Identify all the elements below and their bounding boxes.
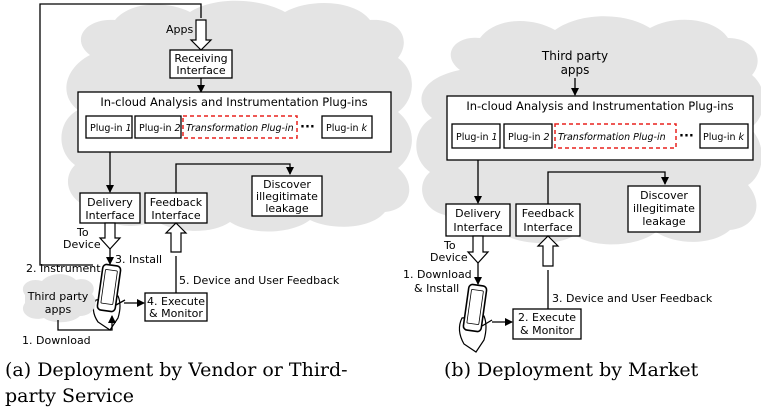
discover-label-2-b: illegitimate	[633, 202, 695, 215]
plugin-dots-a: ···	[300, 120, 315, 135]
receiving-label-1: Receiving	[174, 52, 227, 65]
receiving-interface-box	[169, 49, 233, 79]
phone-icon-b	[458, 283, 493, 353]
execute-label-2-b: & Monitor	[520, 324, 574, 337]
download-label-a: 1. Download	[22, 334, 91, 347]
to-device-arrow-b	[466, 235, 490, 264]
download-arrow-a	[57, 315, 116, 331]
panel-a: Apps Receiving Interface In-cloud Analys…	[5, 0, 412, 407]
execute-label-1-a: 4. Execute	[147, 295, 205, 308]
plugin-1-box-a	[85, 115, 133, 139]
plugin-dots-b: ···	[679, 129, 694, 144]
delivery-interface-box-a	[79, 192, 141, 224]
plugin-k-box-b	[699, 123, 749, 149]
execute-box-b	[512, 308, 582, 340]
feedback-label-2-b: Interface	[523, 221, 572, 234]
discover-label-1-a: Discover	[263, 178, 311, 191]
plugin-k-label-a: Plug-in k	[326, 123, 368, 134]
to-label-b: To	[443, 239, 456, 252]
plugin-k-label-b: Plug-in k	[703, 132, 745, 143]
execute-label-1-b: 2. Execute	[518, 311, 576, 324]
plugin-2-box-a	[134, 115, 182, 139]
transformation-plugin-box-b	[554, 123, 677, 149]
third-party-label-2-a: apps	[45, 303, 72, 316]
discover-label-1-b: Discover	[640, 189, 688, 202]
plugin-2-label-b: Plug-in 2	[508, 132, 550, 143]
third-party-label-1-b: Third party	[541, 49, 608, 63]
third-party-label-1-a: Third party	[27, 290, 89, 303]
third-party-label-2-b: apps	[561, 63, 590, 77]
to-device-arrow-a	[98, 222, 122, 250]
device-feedback-label-b: 3. Device and User Feedback	[552, 292, 713, 305]
device-label-a: Device	[63, 238, 101, 251]
discover-label-3-b: leakage	[642, 215, 685, 228]
discover-box-a	[251, 175, 323, 217]
caption-a-line-2: party Service	[5, 385, 134, 407]
device-label-b: Device	[430, 251, 468, 264]
analysis-title-b: In-cloud Analysis and Instrumentation Pl…	[466, 99, 733, 113]
instrument-label: 2. Instrument	[26, 262, 101, 275]
device-feedback-label-a: 5. Device and User Feedback	[179, 274, 340, 287]
discover-label-2-a: illegitimate	[256, 190, 318, 203]
feedback-interface-box-b	[515, 203, 581, 237]
plugin-2-box-b	[503, 123, 553, 149]
caption-b: (b) Deployment by Market	[444, 359, 699, 381]
caption-a-line-1: (a) Deployment by Vendor or Third-	[5, 359, 348, 381]
feedback-label-2-a: Interface	[151, 209, 200, 222]
delivery-label-1-a: Delivery	[87, 196, 133, 209]
transformation-plugin-label-a: Transformation Plug-in	[186, 123, 294, 134]
receiving-label-2: Interface	[176, 64, 225, 77]
plugin-1-label-b: Plug-in 1	[456, 132, 498, 143]
analysis-title-a: In-cloud Analysis and Instrumentation Pl…	[100, 95, 367, 109]
plugin-k-box-a	[321, 115, 373, 139]
execute-label-2-a: & Monitor	[149, 307, 203, 320]
plugin-1-box-b	[451, 123, 501, 149]
to-label-a: To	[76, 226, 89, 239]
delivery-label-1-b: Delivery	[455, 207, 501, 220]
feedback-up-arrow-b	[536, 235, 560, 267]
delivery-label-2-b: Interface	[453, 221, 502, 234]
panel-b: Third party apps In-cloud Analysis and I…	[403, 16, 761, 381]
install-label: 3. Install	[115, 253, 162, 266]
feedback-up-arrow-a	[164, 222, 188, 253]
install-label-b: & Install	[414, 282, 459, 295]
execute-box-a	[144, 292, 208, 322]
discover-box-b	[627, 185, 701, 233]
transformation-plugin-box-a	[182, 115, 298, 139]
discover-label-3-a: leakage	[265, 202, 308, 215]
third-party-cloud-a	[22, 274, 96, 323]
feedback-label-1-b: Feedback	[522, 207, 575, 220]
plugin-2-label-a: Plug-in 2	[139, 123, 181, 134]
instrument-loop-line	[39, 3, 202, 266]
feedback-label-1-a: Feedback	[150, 196, 203, 209]
feedback-to-discover-arrow	[175, 163, 294, 194]
apps-label: Apps	[166, 23, 193, 36]
transformation-plugin-label-b: Transformation Plug-in	[558, 132, 666, 143]
delivery-label-2-a: Interface	[85, 209, 134, 222]
apps-arrow	[189, 19, 213, 51]
plugin-1-label-a: Plug-in 1	[90, 123, 132, 134]
feedback-to-discover-arrow-b	[547, 171, 669, 204]
download-label-b: 1. Download	[403, 268, 472, 281]
